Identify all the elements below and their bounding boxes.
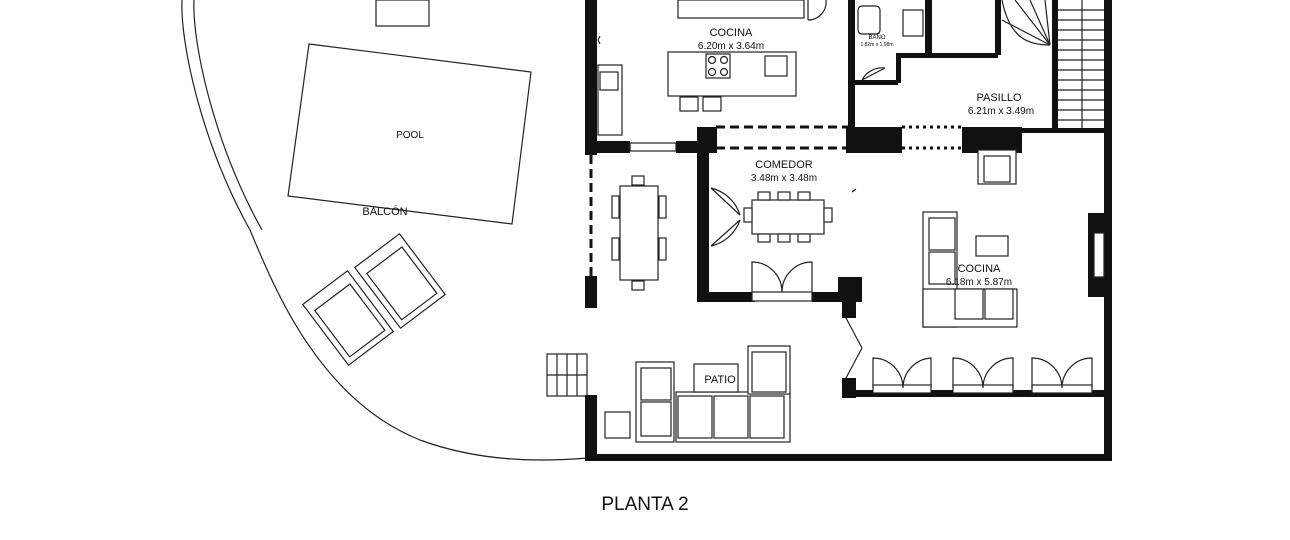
patio-coffee-table [693, 363, 739, 393]
wall-bath-west [848, 0, 855, 128]
dining-chair [797, 191, 811, 201]
dining-south-door-a [751, 261, 783, 293]
label-cocina-top-name: COCINA [710, 27, 753, 39]
label-comedor-name: COMEDOR [755, 159, 813, 171]
patio-table [619, 185, 659, 281]
bathroom-sink [902, 9, 924, 37]
dining-table [751, 199, 825, 235]
dining-door-swing [710, 187, 741, 216]
column-c [962, 127, 1022, 153]
kitchen-counter-top [677, 0, 805, 19]
island-sink [764, 55, 788, 77]
wall-south [585, 454, 1112, 461]
patio-chair [658, 237, 667, 261]
kitchen-sink-west [599, 71, 619, 91]
column-a [697, 127, 717, 153]
label-balcon: BALCÓN [362, 205, 407, 218]
living-door-2 [952, 357, 1014, 389]
label-pasillo-dims: 6.21m x 3.49m [968, 106, 1034, 117]
window-kitchen [629, 142, 677, 152]
wall-west-lower [585, 395, 597, 461]
marker [597, 35, 601, 45]
label-cocina-top-dims: 6.20m x 3.64m [698, 41, 764, 52]
living-sofa [922, 211, 1018, 328]
stool-2 [702, 96, 722, 112]
dining-chair [757, 191, 771, 201]
label-pasillo-name: PASILLO [976, 92, 1021, 104]
dining-chair [777, 191, 791, 201]
cooktop [705, 53, 731, 79]
wall-bath-east [925, 0, 932, 55]
wall-bath-jamb [896, 53, 901, 83]
label-patio: PATIO [704, 374, 736, 386]
balcony-inner-outline [193, 0, 263, 231]
plan-title: PLANTA 2 [601, 494, 688, 515]
dining-chair [823, 207, 833, 223]
wall-kitchen-south-a [585, 141, 630, 153]
marker [851, 188, 857, 193]
wall-stair-west [1052, 0, 1058, 128]
wall-living-west-a [842, 300, 856, 318]
dining-south-sill [751, 291, 813, 302]
patio-sofa [635, 345, 791, 443]
sunbed-left [301, 269, 395, 367]
dining-south-door-b [781, 261, 813, 293]
patio-chair [631, 280, 645, 291]
stool-1 [679, 96, 699, 112]
patio-chair [611, 195, 620, 219]
wall-closet [995, 0, 1001, 55]
sunbed-right [353, 232, 447, 330]
label-comedor-dims: 3.48m x 3.48m [751, 173, 817, 184]
wall-dining-west [697, 150, 709, 300]
kitchen-door-swing [807, 0, 827, 21]
wall-hall-south [1022, 128, 1107, 133]
dining-chair [743, 207, 753, 223]
living-door-1 [872, 357, 932, 389]
dining-chair [797, 233, 811, 243]
door-strip-1 [872, 384, 932, 394]
wall-dining-south-a [697, 292, 755, 302]
patio-chair [631, 175, 645, 186]
exterior-steps [546, 353, 588, 397]
label-bano-dims: 1.82m x 1.98m [860, 42, 893, 48]
staircase [1001, 0, 1104, 128]
dining-door-swing-2 [710, 219, 741, 247]
patio-chair [611, 237, 620, 261]
label-pool: POOL [396, 130, 424, 141]
wall-west-upper [585, 0, 597, 155]
wall-hall-north [898, 53, 998, 58]
living-west-door [845, 317, 863, 379]
label-cocina-main-name: COCINA [958, 263, 1001, 275]
patio-side-table [604, 411, 631, 439]
pool-outline [287, 43, 532, 225]
fireplace-opening [1093, 232, 1105, 278]
label-cocina-main-dims: 6.18m x 5.87m [946, 277, 1012, 288]
armchair-seat [983, 155, 1011, 183]
wall-east [1104, 0, 1112, 461]
wall-dining-south-b [812, 292, 852, 302]
coffee-table [975, 235, 1009, 257]
living-door-3 [1031, 357, 1093, 389]
wall-west-mid [585, 276, 597, 308]
patio-chair [658, 195, 667, 219]
column-d [838, 277, 862, 302]
column-b [846, 127, 902, 153]
dining-chair [777, 233, 791, 243]
label-bano-name: BAÑO [868, 34, 885, 41]
balcony-outline [181, 0, 589, 461]
bath-door-swing [861, 67, 886, 81]
wall-bath-south [848, 80, 898, 85]
toilet [857, 5, 881, 35]
dining-chair [757, 233, 771, 243]
deck-box [375, 0, 430, 27]
